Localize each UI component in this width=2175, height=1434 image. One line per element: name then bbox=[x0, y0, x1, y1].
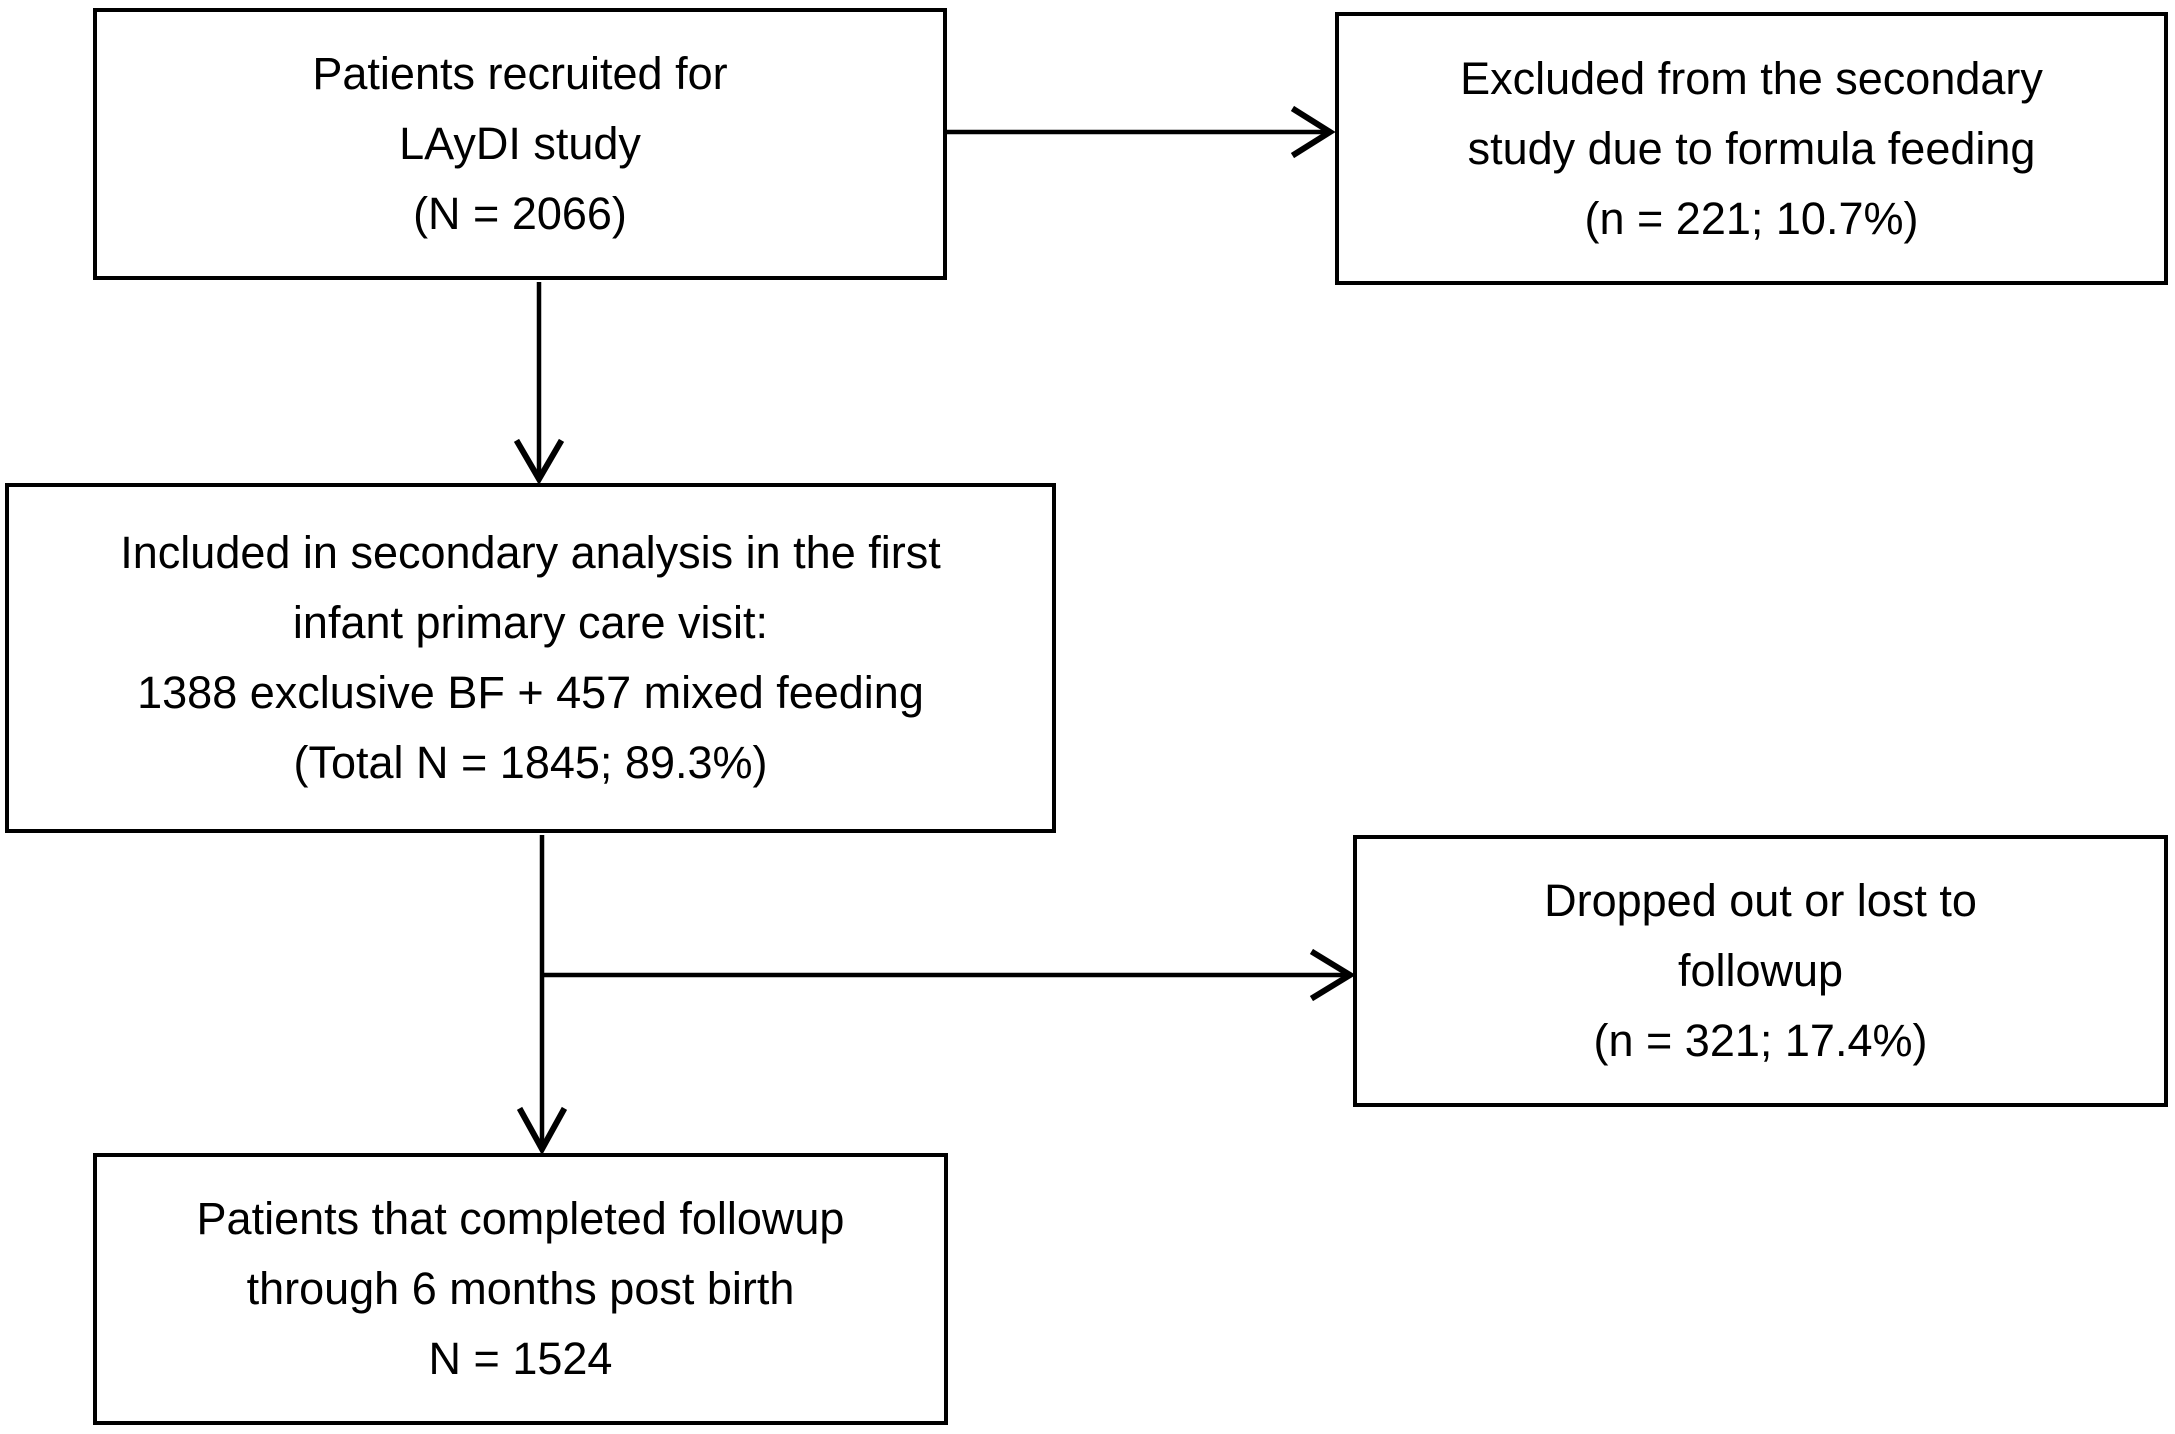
box-text-line: (n = 321; 17.4%) bbox=[1593, 1015, 1928, 1066]
arrow-branch-to-dropped bbox=[542, 948, 1356, 1002]
box-patients-recruited: Patients recruited for LAyDI study (N = … bbox=[93, 8, 947, 280]
box-text-line: infant primary care visit: bbox=[292, 597, 769, 648]
arrow-recruited-to-included bbox=[513, 282, 565, 485]
box-text-line: 1388 exclusive BF + 457 mixed feeding bbox=[137, 667, 924, 718]
box-text-line: N = 1524 bbox=[428, 1333, 613, 1384]
box-text-line: Included in secondary analysis in the fi… bbox=[120, 527, 941, 578]
box-text-line: followup bbox=[1677, 945, 1844, 996]
box-text-line: Patients recruited for bbox=[312, 48, 728, 99]
arrow-recruited-to-excluded bbox=[947, 105, 1336, 159]
box-text-line: (n = 221; 10.7%) bbox=[1584, 192, 1919, 244]
box-text-line: (N = 2066) bbox=[413, 188, 627, 239]
box-dropped-out-lost-followup: Dropped out or lost to followup (n = 321… bbox=[1353, 835, 2168, 1107]
box-text-line: through 6 months post birth bbox=[246, 1263, 795, 1314]
box-text-line: (Total N = 1845; 89.3%) bbox=[293, 737, 768, 788]
box-text-line: Patients that completed followup bbox=[196, 1193, 845, 1244]
box-included-secondary-analysis: Included in secondary analysis in the fi… bbox=[5, 483, 1056, 833]
box-text-line: LAyDI study bbox=[399, 118, 641, 169]
box-text-line: Dropped out or lost to bbox=[1544, 875, 1977, 926]
box-text-line: Excluded from the secondary bbox=[1460, 52, 2043, 104]
box-excluded-formula-feeding: Excluded from the secondary study due to… bbox=[1335, 12, 2168, 285]
arrow-included-to-completed bbox=[516, 835, 568, 1156]
box-text-line: study due to formula feeding bbox=[1467, 122, 2036, 174]
box-completed-followup: Patients that completed followup through… bbox=[93, 1153, 948, 1425]
